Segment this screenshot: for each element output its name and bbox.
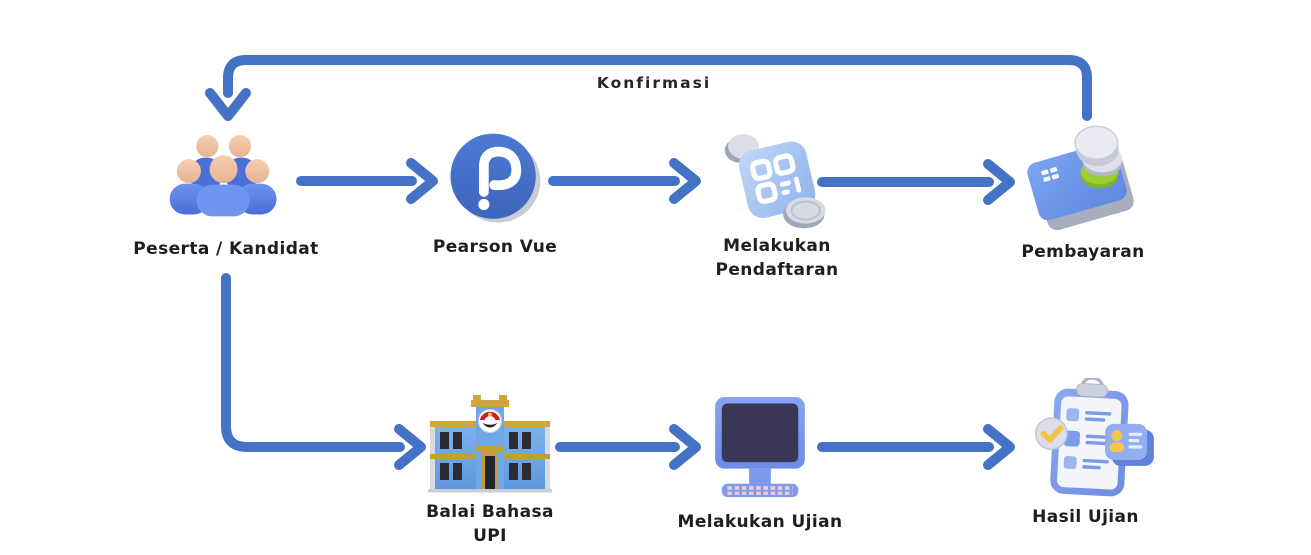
node-balai-bahasa: Balai Bahasa UPI	[420, 394, 560, 548]
arrow-peserta-to-pearson	[296, 158, 438, 204]
school-building-icon	[428, 395, 552, 493]
konfirmasi-edge-label: Konfirmasi	[596, 74, 712, 92]
node-pearson-vue: Pearson Vue	[395, 128, 595, 259]
node-pembayaran: Pembayaran	[983, 112, 1183, 264]
qr-scan-icon	[724, 134, 826, 229]
pearson-vue-label: Pearson Vue	[432, 237, 558, 257]
node-ujian: Melakukan Ujian	[660, 392, 860, 534]
desktop-computer-icon	[715, 396, 805, 498]
arrow-pearson-to-pendaftaran	[548, 158, 701, 204]
ujian-label: Melakukan Ujian	[677, 512, 843, 532]
arrow-ujian-to-hasil	[817, 424, 1015, 470]
arrow-balai-to-ujian	[555, 424, 701, 470]
node-pendaftaran: Melakukan Pendaftaran	[677, 121, 877, 282]
node-peserta: Peserta / Kandidat	[126, 122, 326, 261]
arrow-peserta-to-balai	[221, 273, 426, 470]
arrow-konfirmasi-loop	[205, 55, 1092, 121]
people-group-icon	[169, 135, 277, 217]
balai-bahasa-label: Balai Bahasa UPI	[426, 502, 554, 547]
hasil-label: Hasil Ujian	[1032, 507, 1139, 527]
node-hasil: Hasil Ujian	[1013, 378, 1158, 529]
pearson-logo	[450, 133, 541, 223]
card-coins-icon	[1027, 125, 1134, 231]
clipboard-check-icon	[1034, 378, 1154, 497]
arrow-pendaftaran-to-pembayaran	[817, 159, 1015, 205]
pendaftaran-label: Melakukan Pendaftaran	[715, 236, 839, 281]
pembayaran-label: Pembayaran	[1021, 242, 1145, 262]
peserta-label: Peserta / Kandidat	[133, 239, 319, 259]
